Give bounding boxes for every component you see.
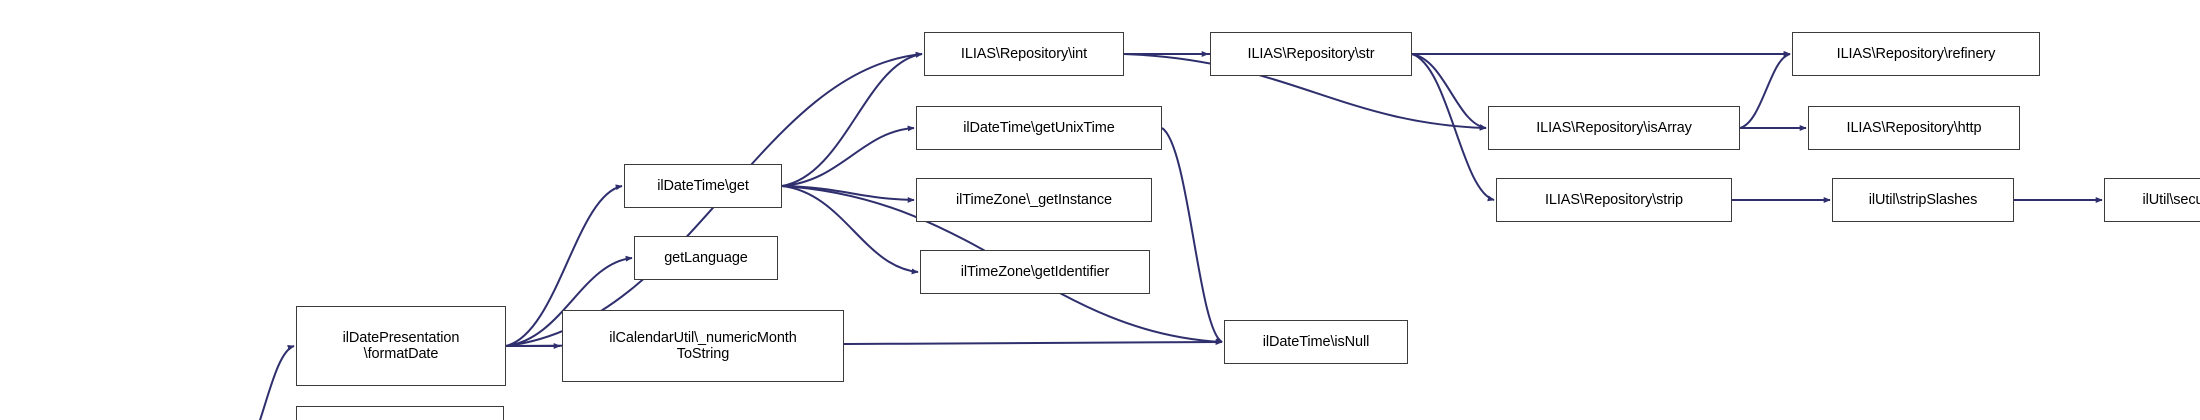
graph-node-label: ILIAS\Repository\isArray [1536, 119, 1692, 136]
graph-node[interactable]: ilTimeZone\_getInstance [916, 178, 1152, 222]
graph-node-label: ilDateTime\getUnixTime [963, 119, 1115, 136]
graph-node-label: ilUtil\stripSlashes [1868, 191, 1978, 208]
graph-node[interactable]: getLanguage [634, 236, 778, 280]
graph-edge [1739, 52, 1791, 129]
graph-node[interactable]: ILIAS\Repository\int [924, 32, 1124, 76]
graph-node[interactable]: ilDateTime\isNull [1224, 320, 1408, 364]
graph-node[interactable]: ilUtil\secureString [2104, 178, 2200, 222]
graph-node[interactable]: ilCalendarUtil\_numericMonth ToString [562, 310, 844, 382]
graph-node[interactable]: ilTimeZone\getIdentifier [920, 250, 1150, 294]
graph-node[interactable]: ILIAS\Repository\isArray [1488, 106, 1740, 150]
graph-node-label: ilDateTime\get [657, 177, 749, 194]
graph-edge [1411, 53, 1487, 130]
graph-node[interactable]: ilDatePresentation \formatDate [296, 306, 506, 386]
graph-edge [781, 51, 923, 187]
graph-edge [259, 345, 295, 420]
graph-edge [781, 185, 915, 203]
graph-node-label: getLanguage [664, 249, 748, 266]
graph-node[interactable]: ILIAS\Repository\http [1808, 106, 2020, 150]
graph-node-label: ilCalendarUtil\_numericMonth ToString [609, 329, 797, 362]
graph-node-label: ilDatePresentation \formatDate [342, 329, 460, 362]
graph-node[interactable]: ILIAS\Repository\lng [296, 406, 504, 420]
graph-node-label: ilUtil\secureString [2142, 191, 2200, 208]
graph-node-label: ilTimeZone\_getInstance [956, 191, 1112, 208]
graph-node-label: ilDateTime\isNull [1262, 333, 1370, 350]
graph-node[interactable]: ILIAS\Repository\str [1210, 32, 1412, 76]
graph-node[interactable]: ILIAS\Repository\refinery [1792, 32, 2040, 76]
graph-node-label: ILIAS\Repository\str [1247, 45, 1375, 62]
graph-edge [781, 185, 919, 275]
graph-edge [1411, 53, 1495, 202]
graph-node-label: ilTimeZone\getIdentifier [960, 263, 1110, 280]
graph-node[interactable]: ILIAS\Repository\strip [1496, 178, 1732, 222]
graph-node[interactable]: ilDateTime\getUnixTime [916, 106, 1162, 150]
graph-node-label: ILIAS\Repository\strip [1544, 191, 1684, 208]
graph-node-label: ILIAS\Repository\refinery [1836, 45, 1996, 62]
graph-edge [1161, 127, 1223, 343]
graph-node[interactable]: ilUtil\stripSlashes [1832, 178, 2014, 222]
graph-node[interactable]: ilDateTime\get [624, 164, 782, 208]
graph-node-label: ILIAS\Repository\http [1846, 119, 1982, 136]
graph-node-label: ILIAS\Repository\int [960, 45, 1088, 62]
graph-edge [781, 125, 915, 187]
